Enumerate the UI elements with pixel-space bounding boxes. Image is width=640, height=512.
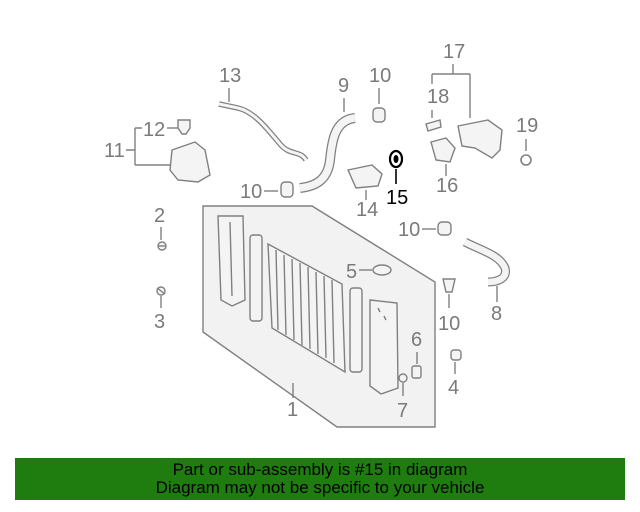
callout-5: 5 [346, 261, 357, 283]
hose-clamp-top[interactable] [372, 107, 386, 123]
drain-plug-6[interactable] [411, 365, 422, 379]
radiator-cap[interactable] [372, 264, 392, 276]
callout-18: 18 [427, 86, 449, 108]
gasket-part-15[interactable] [388, 149, 404, 169]
callout-10-left: 10 [240, 181, 262, 203]
hose-clamp-left[interactable] [280, 181, 294, 198]
callout-11: 11 [104, 140, 125, 162]
hose-clamp-lower[interactable] [442, 278, 456, 293]
radiator-core-fins [275, 249, 335, 364]
callout-8: 8 [491, 303, 502, 325]
callout-10-right: 10 [398, 219, 420, 241]
banner-line-2: Diagram may not be specific to your vehi… [155, 478, 485, 497]
info-banner: Part or sub-assembly is #15 in diagram D… [15, 458, 625, 500]
callout-1: 1 [287, 399, 298, 421]
callout-10-lower: 10 [438, 313, 460, 335]
callout-13: 13 [219, 65, 241, 87]
callout-3: 3 [154, 311, 165, 333]
cap-part-4[interactable] [450, 349, 462, 361]
banner-line-1: Part or sub-assembly is #15 in diagram [172, 460, 468, 479]
overflow-hose[interactable] [218, 101, 309, 162]
callout-9: 9 [338, 75, 349, 97]
hose-clamp-right[interactable] [437, 221, 452, 236]
drain-plug[interactable] [157, 241, 167, 251]
callout-19: 19 [516, 115, 538, 137]
reserve-tank-cap[interactable] [177, 119, 191, 135]
callout-4: 4 [448, 377, 459, 399]
upper-radiator-hose[interactable] [299, 113, 357, 193]
radiator-assembly[interactable] [202, 205, 436, 428]
bolt-part-18[interactable] [425, 119, 442, 132]
callout-6: 6 [411, 329, 422, 351]
reserve-tank[interactable] [169, 141, 211, 183]
o-ring-part-19[interactable] [520, 154, 532, 166]
callout-17: 17 [443, 41, 465, 63]
callout-7: 7 [397, 400, 408, 422]
lower-radiator-hose[interactable] [462, 237, 510, 287]
callout-10-top: 10 [369, 65, 391, 87]
parts-diagram: 1 2 3 4 5 6 7 8 9 [104, 41, 538, 428]
callout-14: 14 [356, 199, 378, 221]
water-outlet[interactable] [347, 164, 383, 189]
water-inlet-housing[interactable] [457, 119, 503, 159]
callout-15: 15 [386, 187, 408, 209]
thermostat[interactable] [430, 137, 456, 163]
clip-part-7[interactable] [398, 373, 408, 383]
callout-16: 16 [436, 175, 458, 197]
callout-2: 2 [154, 205, 165, 227]
drain-cock[interactable] [156, 286, 166, 296]
callout-12: 12 [143, 119, 165, 141]
